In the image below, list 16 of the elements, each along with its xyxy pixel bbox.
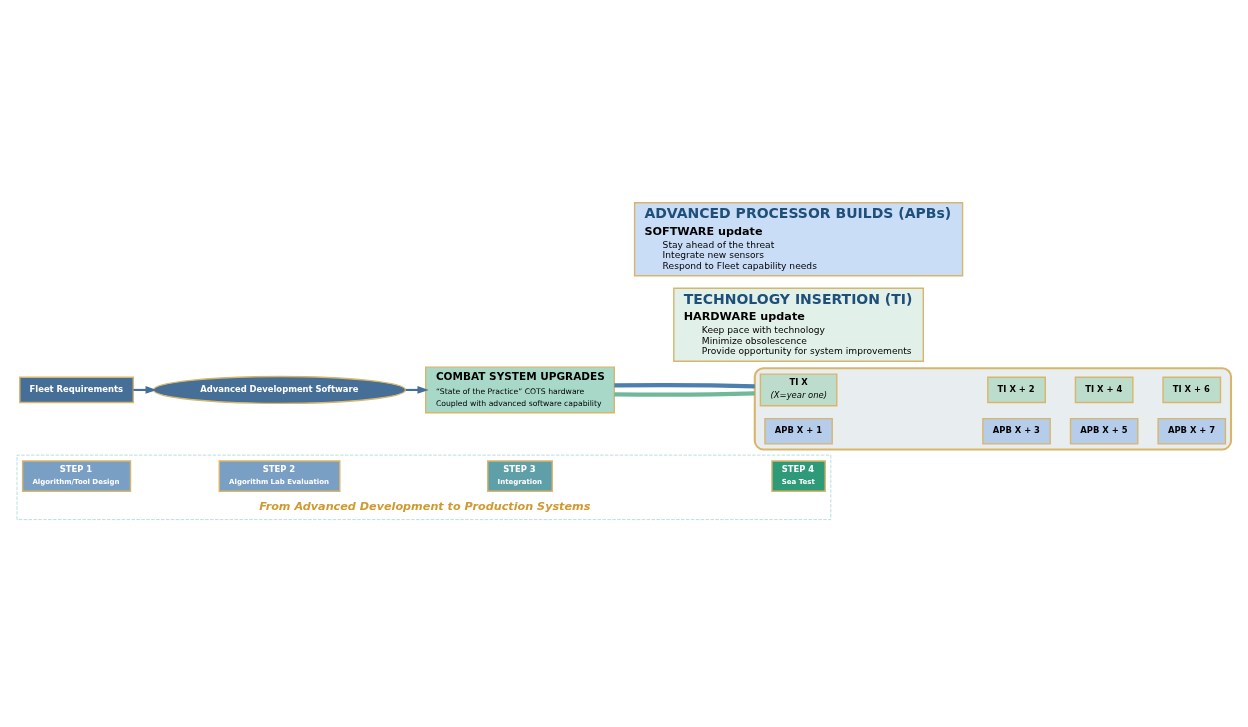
connector xyxy=(614,390,755,397)
arrow xyxy=(133,385,157,394)
node-box: TECHNOLOGY INSERTION (TI) HARDWARE update Keep pace with technology Minimize obsolescence Provide opportunity for system improvements xyxy=(673,287,925,362)
node-box: TI X + 6 xyxy=(1162,376,1222,403)
node-box: APB X + 5 xyxy=(1069,417,1139,445)
node-box: Fleet Requirements xyxy=(19,376,135,403)
node-box: TI X (X=year one) xyxy=(759,372,838,406)
node-box: TI X + 2 xyxy=(987,376,1046,403)
node-box: APB X + 3 xyxy=(982,417,1051,445)
connector xyxy=(614,382,755,388)
node-box: APB X + 7 xyxy=(1157,417,1227,445)
node-box: APB X + 1 xyxy=(764,417,833,445)
cluster xyxy=(753,366,1233,451)
node-box: ADVANCED PROCESSOR BUILDS (APBs) SOFTWARE update Stay ahead of the threat Integrate new sensors Respond to Fleet capability needs xyxy=(633,201,964,276)
node-ellipse: Advanced Development Software xyxy=(152,375,407,404)
node-box: TI X + 4 xyxy=(1074,376,1134,403)
